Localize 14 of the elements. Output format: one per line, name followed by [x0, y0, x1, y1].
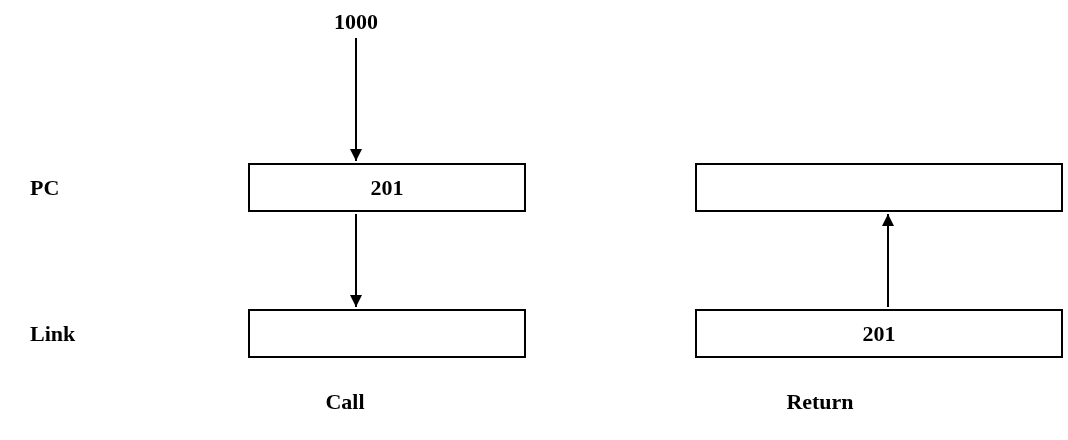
register-box: [695, 163, 1063, 212]
arrow: [350, 213, 362, 308]
arrow: [350, 37, 362, 162]
register-value: 201: [370, 174, 404, 202]
register-box: [248, 309, 526, 358]
register-value: 201: [862, 320, 896, 348]
operation-caption: Call: [324, 387, 366, 416]
register-name: PC: [30, 173, 61, 202]
register-box: [695, 309, 1063, 358]
arrow: [882, 213, 894, 308]
operation-caption: Return: [785, 387, 855, 416]
value-label: 1000: [318, 6, 394, 36]
register-box: [248, 163, 526, 212]
register-name: Link: [30, 319, 77, 348]
